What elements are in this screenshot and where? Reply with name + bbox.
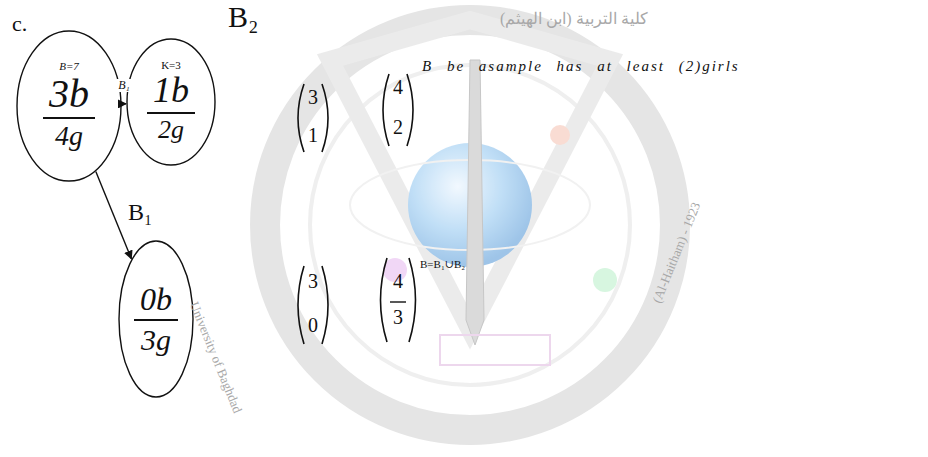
binomial-number: 3 <box>308 270 318 292</box>
part-letter: c. <box>12 12 27 36</box>
binomial-number: 4 <box>393 270 403 292</box>
ellipse-node: B₁0b3g <box>118 240 194 398</box>
count-label: B=7 <box>59 60 79 72</box>
binomial-number: 3 <box>308 86 318 108</box>
set-heading: B₁ <box>128 200 152 224</box>
fraction-denominator: 3g <box>141 321 171 356</box>
event-note: B be asample has at least (2)girls <box>422 58 740 75</box>
union-note: B=B₁∪B₂ <box>420 258 465 270</box>
ellipse-outline <box>127 39 215 165</box>
arrow-connector <box>122 103 126 104</box>
binomial-number: 2 <box>393 116 403 138</box>
watermark-text: كلية التربية (ابن الهيثم) <box>500 10 648 28</box>
watermark-text: University of Baghdad <box>187 300 245 415</box>
fraction-denominator: 2g <box>158 114 184 145</box>
binomial-number: 1 <box>308 124 318 146</box>
edge-label: B₁ <box>116 79 132 92</box>
binomial-brackets <box>298 74 416 344</box>
count-label: K=3 <box>161 59 181 71</box>
arrow-connector <box>96 172 132 259</box>
fraction-denominator: 4g <box>55 119 83 152</box>
fraction-numerator: 3b <box>43 72 95 119</box>
fraction-numerator: 0b <box>134 282 178 320</box>
fraction-numerator: 1b <box>147 71 195 114</box>
binomial-number: 3 <box>393 306 403 328</box>
binomial-number: 0 <box>308 314 318 336</box>
watermark-logo <box>265 20 675 430</box>
ellipse-outline <box>17 31 121 181</box>
ellipse-node: B=73b4g <box>16 30 122 182</box>
ellipse-node: B₂K=31b2g <box>126 38 216 166</box>
binomial-number: 4 <box>393 76 403 98</box>
ellipse-outline <box>119 241 193 397</box>
set-heading: B₂ <box>228 2 258 32</box>
